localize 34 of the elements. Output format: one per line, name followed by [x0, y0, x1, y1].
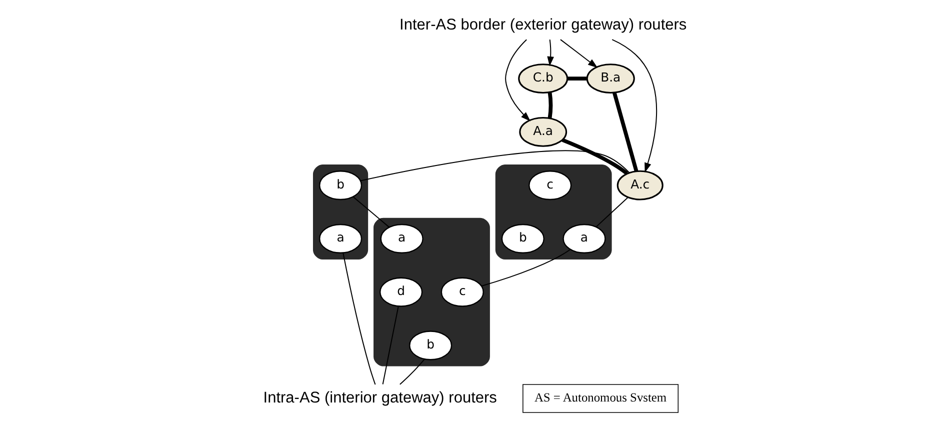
node-ellipse: C.b: [518, 64, 568, 94]
node-ellipse: a: [562, 224, 606, 254]
node-ellipse: d: [380, 277, 423, 307]
node-ellipse: c: [528, 170, 572, 200]
node-ellipse: b: [409, 330, 452, 360]
arrow: [505, 39, 531, 122]
node-ellipse: a: [319, 224, 362, 254]
node-ellipse: A.a: [519, 117, 568, 147]
node-ellipse: c: [440, 277, 484, 307]
connector: [400, 358, 425, 385]
connector: [382, 306, 399, 384]
connector: [481, 249, 570, 287]
node-ellipse: B.a: [586, 64, 635, 94]
arrow: [547, 39, 554, 66]
node-ellipse: A.c: [616, 170, 664, 200]
node-ellipse: b: [501, 224, 544, 254]
connector: [562, 138, 628, 176]
connector: [596, 196, 628, 228]
node-text: Intra-AS (interior gateway) routers: [263, 389, 497, 406]
node-text: Inter-AS border (exterior gateway) routers: [400, 16, 687, 34]
connector: [360, 150, 630, 182]
connector: [352, 196, 390, 228]
connector: [548, 92, 553, 119]
arrow: [612, 39, 657, 173]
cluster: [312, 164, 368, 260]
node-ellipse: b: [319, 170, 362, 200]
cluster: [374, 218, 490, 366]
node-box: AS = Autonomous Svstem: [522, 384, 679, 413]
connector: [612, 92, 638, 172]
connector: [567, 76, 587, 80]
arrow: [560, 39, 598, 68]
cluster: [495, 164, 612, 260]
node-ellipse: a: [380, 224, 424, 254]
connector: [342, 252, 376, 385]
